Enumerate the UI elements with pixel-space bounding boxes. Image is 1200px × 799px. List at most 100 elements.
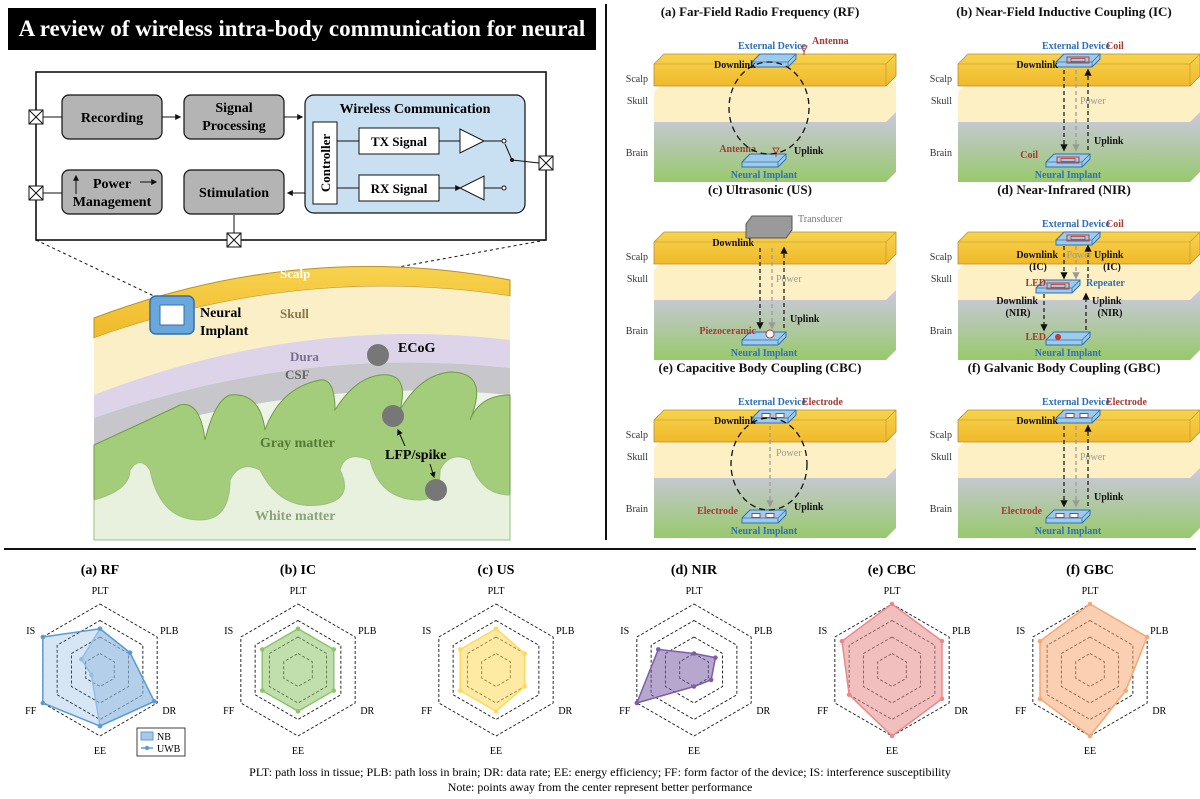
radar-point xyxy=(939,696,945,702)
nb-legend-label: NB xyxy=(157,732,171,743)
radar-axis-label: PLB xyxy=(358,626,377,637)
brain-side-label: Brain xyxy=(930,148,952,159)
wireless-communication-label: Wireless Communication xyxy=(340,102,491,117)
radar-axis-label: PLB xyxy=(556,626,575,637)
radar-point xyxy=(634,700,640,706)
radar-series-area xyxy=(261,627,335,713)
radar-axis-label: FF xyxy=(1015,706,1027,717)
electrode-icon xyxy=(761,413,771,418)
scalp-layer xyxy=(957,231,1200,265)
radar-axis-label: FF xyxy=(619,706,631,717)
radar-point xyxy=(713,655,718,660)
transducer-label: Transducer xyxy=(798,214,843,225)
antenna-icon xyxy=(772,147,780,157)
system-block-diagram: Recording Signal Processing Wireless Com… xyxy=(28,71,554,248)
radar-grid-ring xyxy=(240,603,356,737)
spike-electrode-icon xyxy=(425,479,447,501)
radar-title: (c) US xyxy=(478,563,515,578)
skull-side-label: Skull xyxy=(931,274,952,285)
radar-axis-label: IS xyxy=(422,626,431,637)
brain-side-label: Brain xyxy=(930,504,952,515)
external-device-label: External Device xyxy=(1042,219,1111,230)
uplink-label: Uplink xyxy=(1094,492,1124,503)
scalp-layer xyxy=(957,53,1200,87)
radar-series-area xyxy=(459,627,526,713)
controller-block xyxy=(312,121,338,205)
radar-point xyxy=(1037,638,1043,644)
uplink-label: Uplink xyxy=(1094,136,1124,147)
uplink-ic-label: Uplink xyxy=(1094,250,1124,261)
radar-point xyxy=(889,733,895,739)
ecog-label: ECoG xyxy=(398,341,435,356)
uplink-label: Uplink xyxy=(794,502,824,513)
radar-point xyxy=(691,651,697,656)
brain-layer xyxy=(654,468,896,538)
uplink-nir-label: (NIR) xyxy=(1098,308,1123,319)
rf-link-loop xyxy=(728,61,810,155)
radar-point xyxy=(457,647,463,652)
scalp-layer xyxy=(653,231,897,265)
neural-label: Neural xyxy=(200,306,241,321)
radar-point xyxy=(522,651,527,656)
coil-icon xyxy=(1046,282,1070,290)
radar-point xyxy=(457,688,463,693)
radar-axis-label: IS xyxy=(818,626,827,637)
page-title: A review of wireless intra-body communic… xyxy=(8,8,596,83)
radar-axis-label: EE xyxy=(292,746,304,757)
downlink-label: Downlink xyxy=(1016,60,1058,71)
electrode-label: Electrode xyxy=(802,397,843,408)
panel-ic-title: (b) Near-Field Inductive Coupling (IC) xyxy=(956,4,1171,19)
radar-grid-ring xyxy=(650,619,738,721)
skull-side-label: Skull xyxy=(931,96,952,107)
head-cross-section: Neural Implant Scalp Skull Dura CSF Gray… xyxy=(93,265,511,541)
radar-axis-label: DR xyxy=(558,706,572,717)
radar-axis-label: DR xyxy=(360,706,374,717)
neural-implant-label: Neural Implant xyxy=(731,348,798,359)
tx-amplifier-icon xyxy=(459,128,486,154)
radar-axis-label: FF xyxy=(817,706,829,717)
radar-point xyxy=(846,692,852,698)
power-label: Power xyxy=(776,448,802,459)
downlink-label: Downlink xyxy=(1016,416,1058,427)
panel-gbc-title: (f) Galvanic Body Coupling (GBC) xyxy=(968,360,1161,375)
electrode-icon xyxy=(1069,513,1079,518)
radar-point xyxy=(151,699,157,704)
radar-point xyxy=(97,626,103,632)
scalp-side-label: Scalp xyxy=(626,74,648,85)
skull-layer xyxy=(958,438,1200,478)
led-label: LED xyxy=(1025,278,1046,289)
coil-label: Coil xyxy=(1020,150,1038,161)
radar-point xyxy=(97,723,103,729)
scalp-layer xyxy=(653,409,897,443)
signal-label: Signal xyxy=(215,101,252,116)
scalp-layer xyxy=(653,53,897,87)
uplink-label: Uplink xyxy=(794,146,824,157)
radar-title: (b) IC xyxy=(280,563,316,578)
communication-panels: (a) Far-Field Radio Frequency (RF)ScalpS… xyxy=(626,4,1200,538)
performance-note: Note: points away from the center repres… xyxy=(448,780,753,794)
radar-point xyxy=(939,638,945,644)
antenna-icon xyxy=(800,45,808,55)
uwb-legend-marker xyxy=(144,745,150,751)
led-label: LED xyxy=(1025,332,1046,343)
scalp-side-label: Scalp xyxy=(626,252,648,263)
neural-implant-device xyxy=(741,153,787,168)
implant-label: Implant xyxy=(200,324,249,339)
radar-point xyxy=(889,601,895,607)
skull-layer xyxy=(958,82,1200,122)
uplink-label: Uplink xyxy=(790,314,820,325)
external-device-label: External Device xyxy=(738,41,807,52)
downlink-ic-label: Downlink xyxy=(1016,250,1058,261)
radar-point xyxy=(331,647,337,652)
transducer-icon xyxy=(745,215,793,239)
rx-signal-label: RX Signal xyxy=(371,181,428,196)
scalp-side-label: Scalp xyxy=(930,430,952,441)
radar-axis-label: DR xyxy=(162,706,176,717)
scalp-side-label: Scalp xyxy=(626,430,648,441)
electrode-icon xyxy=(1065,413,1075,418)
radar-axis-label: FF xyxy=(223,706,235,717)
radar-grid-ring xyxy=(56,619,144,721)
panel-gbc: (f) Galvanic Body Coupling (GBC)ScalpSku… xyxy=(930,360,1200,538)
